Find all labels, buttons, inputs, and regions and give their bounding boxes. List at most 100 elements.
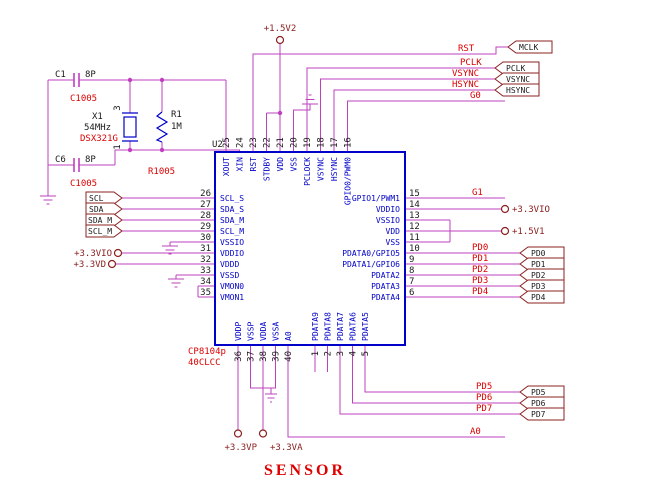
connector-pd5: PD5 [519,385,565,399]
pin-name: PDATA1/GPIO6 [342,260,400,269]
capacitor-c1: C1 8P C1005 [55,70,97,104]
net-labels: RST PCLK VSYNC HSYNC G0 G1 PD0 PD1 PD2 P… [452,44,492,437]
pin-number: 40 [284,351,294,362]
power-label: +3.3VA [270,443,303,453]
power-symbols: +1.5V2 +3.3VIO +3.3VD +3.3VIO +1.5V1 +3.… [73,24,549,453]
pin-name: VSS [290,157,299,172]
pin-name: PDATA6 [349,312,358,341]
power-icon [113,248,123,258]
power-icon [500,204,510,214]
net-label: G0 [470,91,481,101]
ic-body [214,151,406,346]
pin-number: 26 [200,189,211,199]
pin-number: 7 [409,277,414,287]
pin-name: VDD [386,227,401,236]
ground-icon [40,195,56,205]
connector-label: VSYNC [506,75,530,84]
net-label: PCLK [460,58,482,68]
net-label: RST [458,44,475,54]
connector-label: PD7 [531,410,546,419]
pin-number: 32 [200,255,211,265]
pin-name: PDATA9 [311,312,320,341]
crystal-x1: X1 54MHz DSX321G 3 1 [80,105,138,150]
connector-icon [519,385,565,399]
pin-number: 16 [344,137,354,148]
pin-number: 2 [324,351,334,356]
connector-icon [85,224,123,238]
pin-name: VSYNC [317,157,326,181]
component-value: 54MHz [84,123,111,133]
ic-pins: 25XOUT24XIN23RST22STDBY21VDD20VSS19PCLOC… [200,137,420,362]
connector-vsync: VSYNC [494,72,540,86]
pin-number: 29 [200,222,211,232]
connector-label: SCL_M [88,227,112,236]
connector-label: SDA [89,205,104,214]
connector-icon [85,202,123,216]
ic-u2: U2 CP8104p 40CLCC 25XOUT24XIN23RST22STDB… [188,137,420,368]
capacitor-c6: C6 8P C1005 [55,155,97,189]
pin-name: GPIO1/PWM1 [352,194,400,203]
connector-scl: SCL [85,191,123,205]
power-icon [107,259,117,269]
bottom-wires [237,345,520,438]
pin-name: VSSIO [220,238,244,247]
connector-pd6: PD6 [519,396,565,410]
component-part: DSX321G [80,134,118,144]
component-value: 8P [85,70,96,80]
net-label: VSYNC [452,69,479,79]
ic-package: 40CLCC [188,358,221,368]
connector-pd7: PD7 [519,407,565,421]
pin-number: 22 [263,137,273,148]
connector-icon [519,246,565,260]
crystal-net-wires [47,79,240,196]
pin-name: VSS [386,238,401,247]
pin-number: 37 [247,351,257,362]
connector-icon [519,396,565,410]
pin-number: 28 [200,211,211,221]
net-label: PD0 [472,243,488,253]
connector-label: PD0 [531,249,546,258]
junction-dot [159,147,165,153]
net-label: PD5 [476,382,492,392]
ic-part: CP8104p [188,347,226,357]
component-part: C1005 [70,94,97,104]
pin-name: VMON1 [220,293,244,302]
connector-label: PD4 [531,293,546,302]
capacitor-icon [73,73,80,87]
connector-mclk: MCLK [507,40,553,54]
pin-number: 11 [409,233,420,243]
pin-name: SDA_S [220,205,244,214]
pin-name: SCL_S [220,194,244,203]
pin-number: 6 [409,288,414,298]
junction-dot [127,77,133,83]
power-label: +1.5V2 [264,24,297,34]
pin-name: VDDA [259,322,268,341]
power-label: +3.3VD [73,260,106,270]
pin-number: 14 [409,200,420,210]
power-label: +1.5V1 [512,227,545,237]
connector-icon [519,279,565,293]
pin-number: 21 [276,137,286,148]
pin-number: 8 [409,266,414,276]
component-part: C1005 [70,179,97,189]
net-label: PD3 [472,276,488,286]
junction-dot [277,110,283,116]
connectors: SCL SDA SDA_M SCL_M MCLK PCLK VSYNC [85,40,565,421]
connector-label: PD3 [531,282,546,291]
pin-name: VMON0 [220,282,244,291]
ground-icon [302,94,318,105]
ground-icon [162,245,178,255]
connector-pd4: PD4 [519,290,565,304]
pin-name: SCL_M [220,227,244,236]
resistor-icon [155,111,169,143]
pin-number: 30 [200,233,211,243]
pin-number: 17 [330,137,340,148]
pin-name: VDDIO [376,205,400,214]
component-refdes: X1 [92,112,103,122]
power-icon [275,35,285,45]
connector-icon [519,290,565,304]
pin-number: 13 [409,211,420,221]
pin-number: 12 [409,222,420,232]
net-label: PD7 [476,404,492,414]
ground-icon [168,278,184,288]
